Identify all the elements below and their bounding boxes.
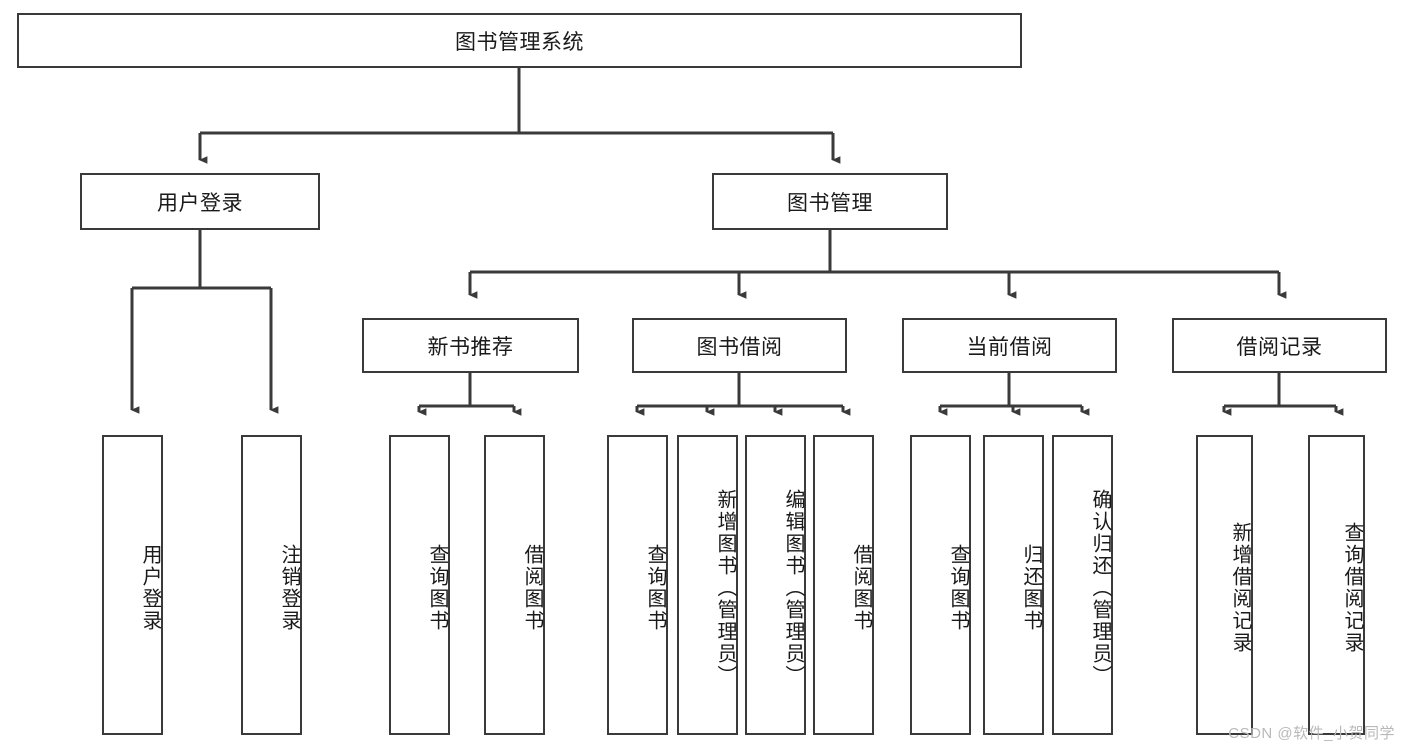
node-root[interactable]: 图书管理系统	[17, 13, 1022, 68]
node-leaf-add-book-admin-label: 新增图书（管理员）	[714, 489, 736, 687]
node-current-borrow[interactable]: 当前借阅	[902, 318, 1117, 373]
node-user-login-label: 用户登录	[157, 191, 243, 215]
node-leaf-query-book-recommend[interactable]: 查询图书	[389, 435, 450, 735]
node-root-label: 图书管理系统	[455, 30, 584, 54]
csdn-watermark: CSDN @软件_小贺同学	[1228, 725, 1395, 742]
node-leaf-borrow-book[interactable]: 借阅图书	[813, 435, 874, 735]
node-leaf-add-borrow-record[interactable]: 新增借阅记录	[1196, 435, 1253, 735]
node-leaf-query-book-recommend-label: 查询图书	[426, 544, 448, 632]
node-leaf-user-login[interactable]: 用户登录	[102, 435, 163, 735]
node-leaf-borrow-book-recommend[interactable]: 借阅图书	[484, 435, 545, 735]
node-leaf-logout-login[interactable]: 注销登录	[241, 435, 302, 735]
node-user-login[interactable]: 用户登录	[80, 173, 320, 230]
node-book-borrow-label: 图书借阅	[696, 335, 783, 359]
node-leaf-edit-book-admin[interactable]: 编辑图书（管理员）	[745, 435, 806, 735]
node-leaf-logout-login-label: 注销登录	[278, 544, 300, 632]
node-new-book-recommend-label: 新书推荐	[427, 335, 514, 359]
node-leaf-add-borrow-record-label: 新增借阅记录	[1229, 522, 1251, 654]
node-leaf-add-book-admin[interactable]: 新增图书（管理员）	[677, 435, 738, 735]
node-leaf-confirm-return-admin-label: 确认归还（管理员）	[1089, 489, 1111, 687]
node-leaf-user-login-label: 用户登录	[139, 544, 161, 632]
node-leaf-query-book-current-label: 查询图书	[947, 544, 969, 632]
node-leaf-query-borrow-record[interactable]: 查询借阅记录	[1308, 435, 1365, 735]
node-leaf-query-book-current[interactable]: 查询图书	[910, 435, 971, 735]
node-leaf-borrow-book-label: 借阅图书	[850, 544, 872, 632]
node-borrow-record-label: 借阅记录	[1236, 335, 1323, 359]
node-leaf-query-borrow-record-label: 查询借阅记录	[1341, 522, 1363, 654]
node-book-borrow[interactable]: 图书借阅	[632, 318, 847, 373]
node-book-management[interactable]: 图书管理	[712, 173, 948, 230]
node-leaf-query-book-borrow[interactable]: 查询图书	[607, 435, 668, 735]
node-leaf-edit-book-admin-label: 编辑图书（管理员）	[782, 489, 804, 687]
node-book-management-label: 图书管理	[787, 191, 873, 215]
node-leaf-confirm-return-admin[interactable]: 确认归还（管理员）	[1052, 435, 1113, 735]
node-leaf-query-book-borrow-label: 查询图书	[644, 544, 666, 632]
node-leaf-return-book[interactable]: 归还图书	[983, 435, 1044, 735]
node-borrow-record[interactable]: 借阅记录	[1172, 318, 1387, 373]
node-leaf-borrow-book-recommend-label: 借阅图书	[521, 544, 543, 632]
node-leaf-return-book-label: 归还图书	[1020, 544, 1042, 632]
node-current-borrow-label: 当前借阅	[966, 335, 1053, 359]
node-new-book-recommend[interactable]: 新书推荐	[362, 318, 579, 373]
